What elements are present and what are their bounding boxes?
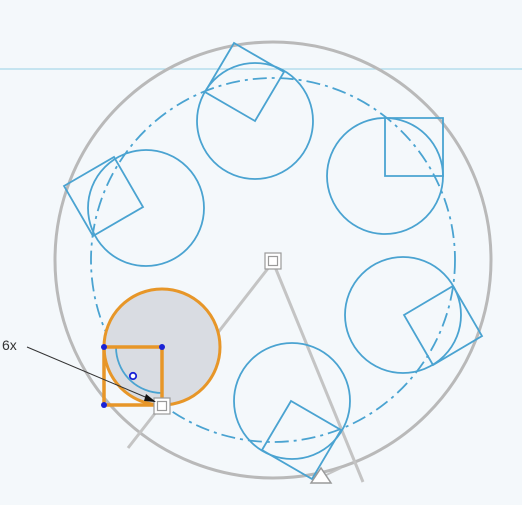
pattern-pitch-circle[interactable]: [90, 77, 456, 443]
pattern-square-3[interactable]: [62, 155, 145, 238]
pattern-square-2[interactable]: [384, 117, 444, 177]
leader-line: [26, 346, 151, 400]
construction-axis-right[interactable]: [271, 261, 365, 483]
pattern-count-label[interactable]: 6x: [2, 337, 17, 353]
triangle-marker-icon[interactable]: [309, 466, 333, 484]
pattern-circle-4[interactable]: [344, 256, 462, 374]
pattern-square-5[interactable]: [260, 399, 343, 481]
constraint-point[interactable]: [101, 402, 107, 408]
pattern-square-4[interactable]: [402, 284, 484, 367]
constraint-point[interactable]: [159, 344, 165, 350]
pattern-circle-3[interactable]: [87, 149, 205, 267]
constraint-point[interactable]: [101, 344, 107, 350]
outer-construction-circle[interactable]: [53, 40, 493, 480]
center-point-handle[interactable]: [128, 371, 138, 381]
fix-constraint-icon[interactable]: [264, 252, 282, 270]
seed-square-selected[interactable]: [102, 345, 164, 407]
seed-circle-inner-arc: [115, 346, 163, 394]
leader-arrow-icon: [144, 394, 156, 402]
pattern-circle-5[interactable]: [233, 342, 351, 460]
pattern-circle-1[interactable]: [196, 62, 314, 180]
fix-constraint-icon[interactable]: [153, 397, 171, 415]
pattern-square-1[interactable]: [203, 41, 286, 123]
